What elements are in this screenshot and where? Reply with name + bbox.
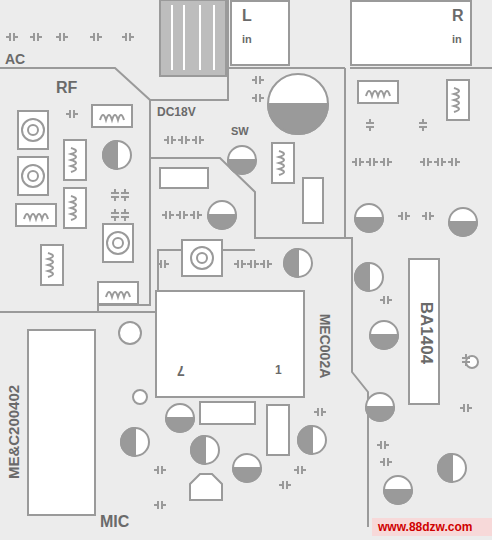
silkscreen-text: L [242, 8, 252, 24]
input-connector: Lin [230, 0, 290, 66]
silkscreen-text: in [242, 34, 252, 45]
ic-chip: BA1404 [408, 258, 440, 405]
module-outline: MEC002A71 [155, 290, 305, 398]
silkscreen-label: RF [56, 80, 77, 96]
silkscreen-label: ME&C200402 [6, 385, 21, 479]
silkscreen-text: 1 [275, 364, 282, 376]
silkscreen-label: AC [5, 52, 25, 66]
silkscreen-text: in [452, 34, 462, 45]
silkscreen-label: MIC [100, 514, 129, 530]
watermark: www.88dzw.com [378, 521, 472, 533]
silkscreen-text: 7 [177, 364, 185, 378]
input-connector: Rin [350, 0, 472, 66]
silkscreen-text: MEC002A [318, 314, 332, 379]
silkscreen-text: R [452, 8, 464, 24]
silkscreen-text: BA1404 [418, 302, 435, 364]
silkscreen-label: DC18V [157, 106, 196, 118]
silkscreen-label: SW [231, 126, 249, 137]
